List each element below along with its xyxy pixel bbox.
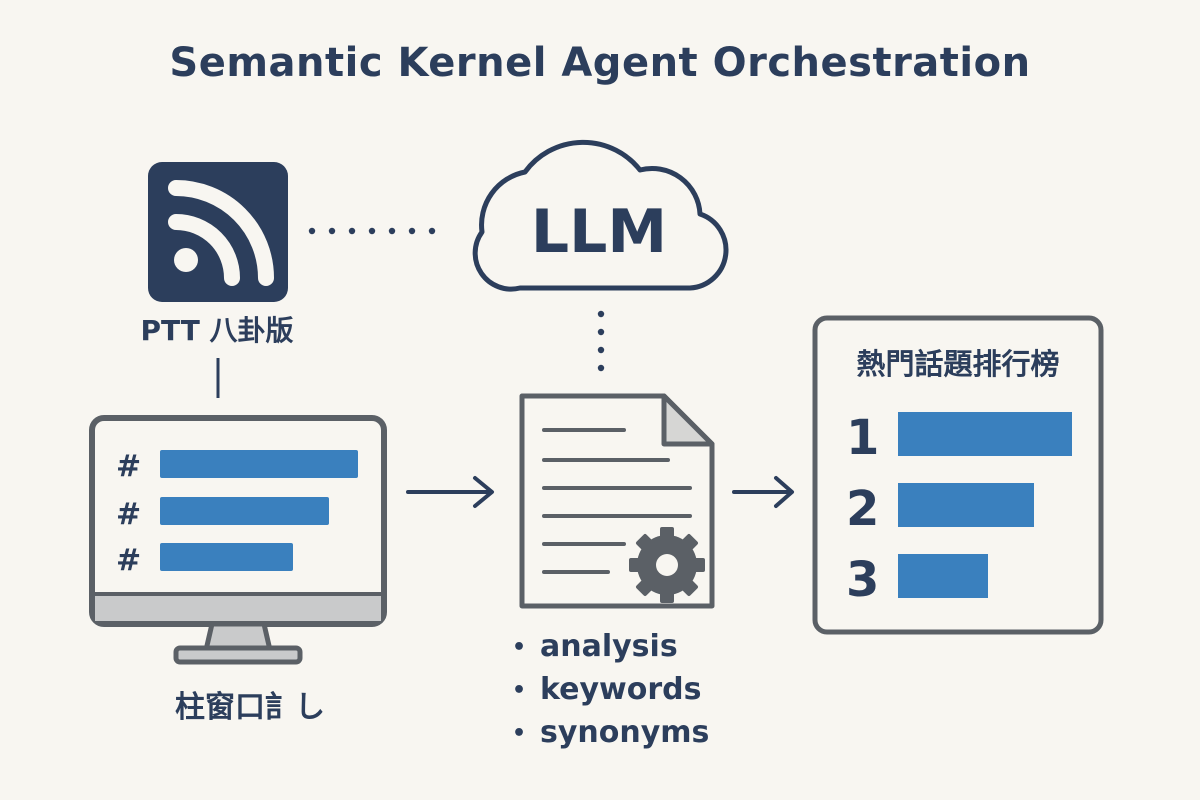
hashtag-marker: # bbox=[116, 497, 141, 532]
topic-bar bbox=[160, 543, 293, 571]
document-gear-icon bbox=[519, 393, 715, 609]
dotted-connector-source-llm bbox=[308, 227, 436, 235]
rank-number: 2 bbox=[846, 481, 879, 537]
rss-feed-icon bbox=[148, 162, 288, 302]
task-item: keywords bbox=[540, 672, 702, 707]
monitor-item-list: # # # bbox=[116, 449, 358, 578]
arrow-monitor-document bbox=[406, 476, 494, 508]
rank-number: 1 bbox=[846, 410, 879, 466]
task-list: • analysis • keywords • synonyms bbox=[512, 629, 709, 750]
monitor-label: 柱窗口訁し bbox=[175, 690, 325, 725]
llm-label: LLM bbox=[531, 197, 667, 267]
arrow-document-ranking bbox=[732, 476, 794, 508]
hashtag-marker: # bbox=[116, 543, 141, 578]
topic-bar bbox=[160, 497, 329, 525]
hashtag-marker: # bbox=[116, 449, 141, 484]
rank-bar bbox=[898, 412, 1072, 456]
ranking-list: 1 2 3 bbox=[846, 410, 1072, 608]
bullet: • bbox=[512, 635, 526, 660]
gear-icon bbox=[629, 527, 705, 603]
task-item: analysis bbox=[540, 629, 678, 664]
rank-bar bbox=[898, 483, 1034, 527]
ranking-title: 熱門話題排行榜 bbox=[856, 347, 1059, 381]
cloud-icon bbox=[472, 139, 729, 292]
diagram-title: Semantic Kernel Agent Orchestration bbox=[169, 40, 1031, 86]
ranking-panel bbox=[812, 315, 1104, 635]
bullet: • bbox=[512, 721, 526, 746]
rank-bar bbox=[898, 554, 988, 598]
rank-number: 3 bbox=[846, 552, 879, 608]
dotted-connector-llm-document bbox=[597, 310, 605, 372]
task-item: synonyms bbox=[540, 715, 709, 750]
source-label: PTT 八卦版 bbox=[140, 314, 293, 347]
bullet: • bbox=[512, 678, 526, 703]
topic-bar bbox=[160, 450, 358, 478]
